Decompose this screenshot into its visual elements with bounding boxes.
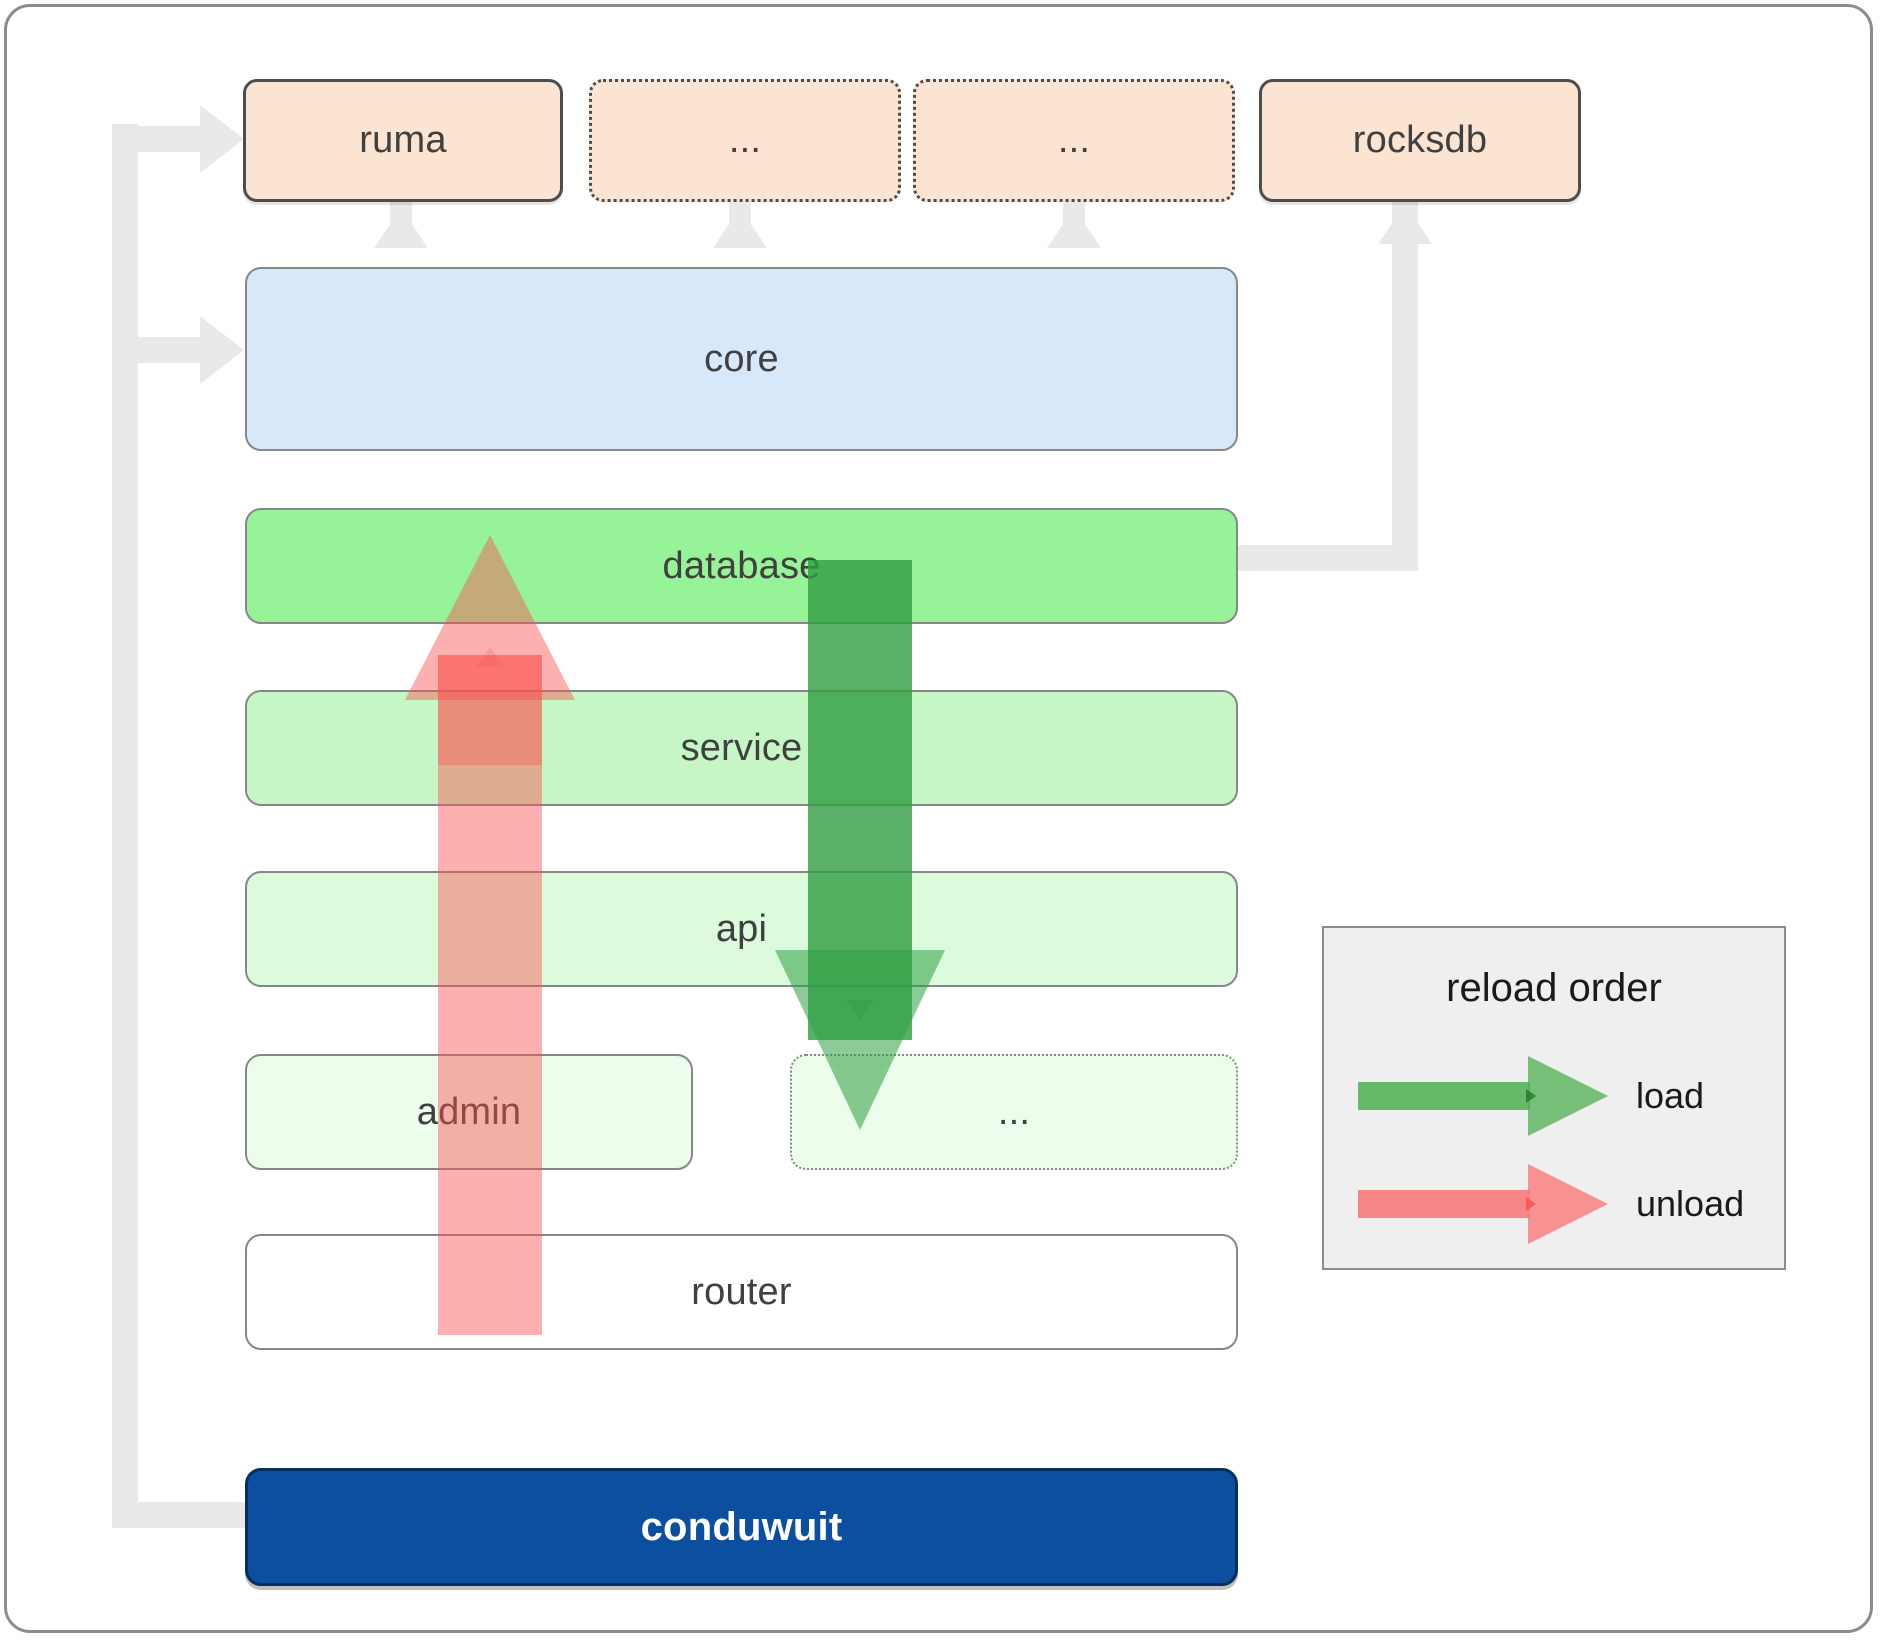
layer-label: router [691, 1270, 792, 1313]
dependency-box-ruma[interactable]: ruma [243, 79, 563, 202]
dependency-box-dots-1[interactable]: ... [589, 79, 901, 202]
connector-core-to-dots2-arrow [1047, 208, 1101, 248]
layer-box-service[interactable]: service [245, 690, 1238, 806]
connector-spine-to-root [112, 1502, 248, 1528]
dependency-label: ruma [359, 119, 447, 161]
dependency-label: rocksdb [1352, 119, 1488, 161]
root-box-conduwuit[interactable]: conduwuit [245, 1468, 1238, 1586]
layer-label: ... [997, 1090, 1031, 1133]
connector-core-to-dots1-arrow [713, 208, 767, 248]
diagram-frame [4, 4, 1873, 1633]
dependency-label: ... [1057, 119, 1091, 161]
layer-box-api[interactable]: api [245, 871, 1238, 987]
layer-label: api [715, 907, 768, 950]
connector-arrow-core [200, 316, 244, 384]
connector-database-to-rocksdb-h [1230, 545, 1418, 571]
legend-title: reload order [1446, 966, 1662, 1010]
legend-row-load: load [1324, 1056, 1784, 1136]
connector-spine-vertical [112, 124, 138, 1528]
legend-label-unload: unload [1636, 1183, 1745, 1224]
dependency-label: ... [728, 119, 762, 161]
dependency-box-dots-2[interactable]: ... [913, 79, 1235, 202]
layer-label: core [704, 337, 779, 380]
unload-arrow-icon [1358, 1164, 1608, 1244]
legend-row-unload: unload [1324, 1164, 1784, 1244]
connector-database-to-rocksdb-arrow [1378, 204, 1432, 244]
layer-label: service [680, 726, 803, 769]
legend-panel: reload order load unload [1322, 926, 1786, 1270]
connector-arrow-ruma [200, 105, 244, 173]
load-arrow-icon [1358, 1056, 1608, 1136]
legend-label-load: load [1636, 1075, 1705, 1116]
connector-core-to-ruma-arrow [374, 208, 428, 248]
layer-box-dots[interactable]: ... [790, 1054, 1238, 1170]
dependency-box-rocksdb[interactable]: rocksdb [1259, 79, 1581, 202]
root-label: conduwuit [640, 1504, 843, 1549]
layer-box-core[interactable]: core [245, 267, 1238, 451]
layer-box-router[interactable]: router [245, 1234, 1238, 1350]
layer-label: admin [416, 1090, 522, 1133]
layer-box-database[interactable]: database [245, 508, 1238, 624]
layer-label: database [662, 544, 821, 587]
connector-database-to-rocksdb-v [1392, 200, 1418, 568]
layer-box-admin[interactable]: admin [245, 1054, 693, 1170]
